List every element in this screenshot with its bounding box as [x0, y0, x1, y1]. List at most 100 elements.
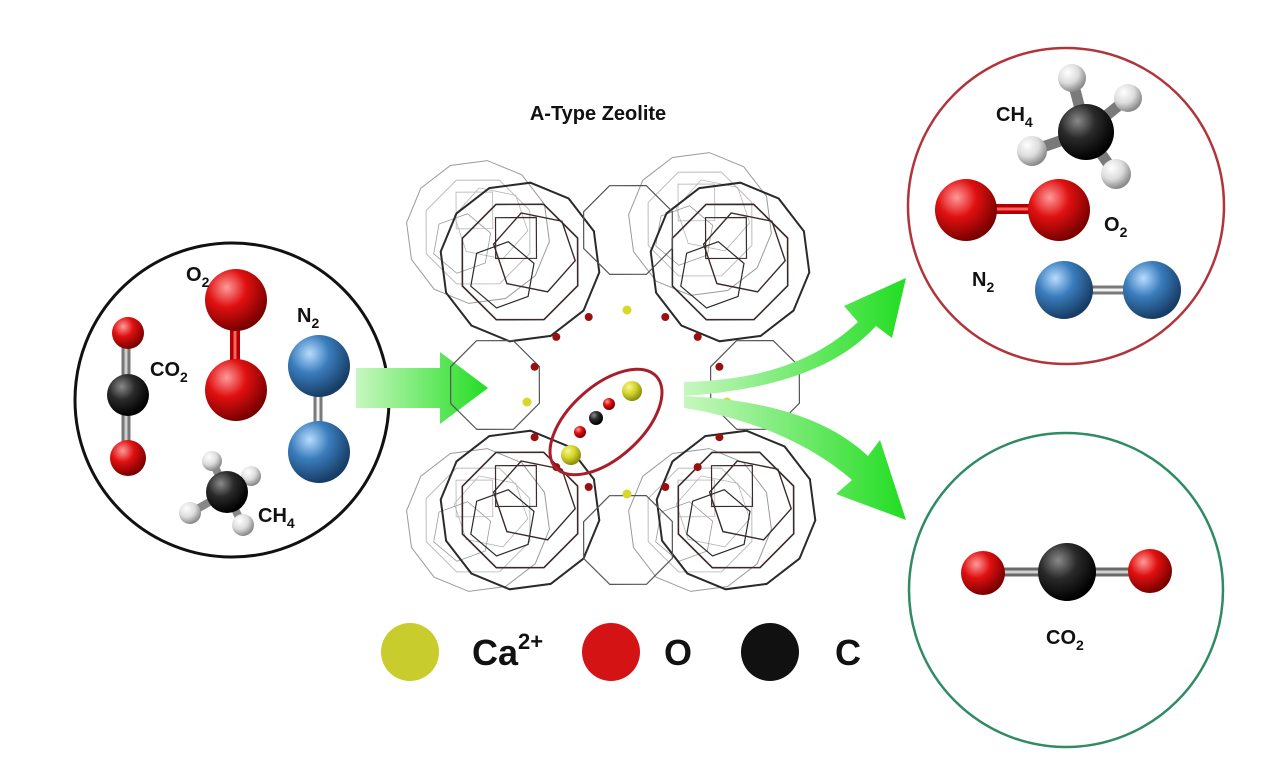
n2-label: N2 — [972, 269, 994, 295]
framework-node-calcium — [622, 305, 632, 315]
zeolite-cage-ring — [649, 181, 811, 343]
hydrogen-atom — [232, 514, 254, 536]
legend-label-carbon: C — [835, 632, 861, 673]
zeolite-cage-ring — [406, 160, 550, 304]
ch4-molecule — [1017, 64, 1142, 189]
zeolite-cage-ring — [494, 464, 538, 508]
co2-label: CO2 — [150, 359, 188, 385]
carbon-atom — [1058, 104, 1114, 160]
framework-node-oxygen — [661, 483, 670, 491]
o2-molecule — [935, 179, 1090, 241]
hydrogen-atom — [1101, 159, 1131, 189]
framework-node-oxygen — [715, 433, 724, 442]
framework-node-oxygen — [530, 362, 539, 371]
zeolite-cage-ring — [675, 475, 751, 548]
zeolite-cage-ring — [406, 448, 550, 592]
zeolite-cage-ring — [470, 489, 535, 557]
legend-swatch-calcium — [381, 623, 439, 681]
oxygen-atom — [205, 359, 267, 421]
passed-gases-panel: CH4 O2 N2 — [906, 46, 1226, 366]
oxygen-atom — [961, 551, 1005, 595]
zeolite-cage-ring — [647, 467, 753, 573]
zeolite-cage-ring — [710, 464, 754, 508]
oxygen-atom — [1128, 549, 1172, 593]
zeolite-cage-ring — [628, 152, 772, 296]
zeolite-cage-ring — [686, 489, 751, 557]
nitrogen-atom — [288, 421, 350, 483]
zeolite-cage-ring — [702, 212, 786, 293]
o2-label: O2 — [186, 264, 210, 290]
nitrogen-atom — [1035, 261, 1093, 319]
framework-node-oxygen — [693, 463, 702, 472]
nitrogen-atom — [288, 335, 350, 397]
hydrogen-atom — [1058, 64, 1086, 92]
zeolite-cage-ring — [433, 213, 492, 274]
zeolite-cage-ring — [433, 501, 492, 562]
framework-node-oxygen — [584, 483, 593, 491]
zeolite-cage-ring — [439, 181, 601, 343]
carbon-atom — [206, 471, 248, 513]
legend-swatch-carbon — [741, 623, 799, 681]
captured-gas-panel: CO2 — [907, 431, 1225, 749]
zeolite-cage-ring — [582, 494, 674, 586]
hydrogen-atom — [1017, 136, 1047, 166]
co2-molecule — [107, 317, 149, 476]
legend-label-calcium: Ca2+ — [472, 629, 543, 673]
oxygen-atom — [1028, 179, 1090, 241]
carbon-atom — [589, 411, 603, 425]
zeolite-cage-ring — [655, 205, 714, 266]
zeolite-cage-ring — [455, 191, 494, 230]
hydrogen-atom — [202, 451, 222, 471]
oxygen-atom — [935, 179, 997, 241]
ch4-label: CH4 — [258, 505, 295, 531]
oxygen-atom — [110, 440, 146, 476]
ch4-molecule — [179, 451, 261, 536]
zeolite-cage-ring — [470, 241, 535, 309]
zeolite-cage-ring — [455, 479, 494, 518]
carbon-atom — [107, 374, 149, 416]
calcium-ion — [561, 445, 581, 465]
framework-node-calcium — [622, 489, 632, 499]
zeolite-cage-ring — [675, 179, 751, 252]
carbon-atom — [1038, 543, 1096, 601]
zeolite-cage-ring — [492, 460, 576, 541]
n2-molecule — [1035, 261, 1181, 319]
zeolite-cage-ring — [677, 479, 716, 518]
zeolite-cage-ring — [461, 451, 579, 569]
framework-node-oxygen — [552, 332, 561, 341]
framework-node-calcium — [522, 397, 532, 407]
zeolite-cage-ring — [677, 451, 795, 569]
output-arrow-lower — [684, 396, 906, 520]
zeolite-cage-ring — [680, 241, 745, 309]
hydrogen-atom — [1114, 84, 1142, 112]
oxygen-atom — [112, 317, 144, 349]
hydrogen-atom — [179, 502, 201, 524]
hydrogen-atom — [241, 466, 261, 486]
framework-node-oxygen — [584, 313, 593, 321]
n2-molecule — [288, 335, 350, 483]
framework-node-oxygen — [661, 313, 670, 321]
input-mixture-panel: CO2 O2 N2 CH4 — [73, 241, 391, 559]
zeolite-cage-ring — [582, 184, 674, 276]
zeolite-cage-ring — [449, 339, 541, 431]
zeolite-cage-ring — [671, 203, 789, 321]
zeolite-cage-ring — [461, 203, 579, 321]
o2-label: O2 — [1104, 214, 1128, 240]
oxygen-atom — [603, 398, 615, 410]
n2-label: N2 — [297, 305, 319, 331]
zeolite-framework — [406, 152, 817, 592]
co2-molecule — [961, 543, 1172, 601]
framework-node-oxygen — [715, 362, 724, 371]
framework-node-oxygen — [693, 332, 702, 341]
framework-node-oxygen — [530, 433, 539, 442]
nitrogen-atom — [1123, 261, 1181, 319]
input-arrow — [356, 352, 488, 424]
adsorption-site — [548, 367, 664, 477]
calcium-ion — [622, 381, 642, 401]
zeolite-cage-ring — [655, 429, 817, 591]
zeolite-cage-ring — [494, 216, 538, 260]
zeolite-cage-ring — [453, 475, 529, 548]
output-arrow-upper — [684, 278, 906, 396]
zeolite-cage-ring — [709, 339, 801, 431]
